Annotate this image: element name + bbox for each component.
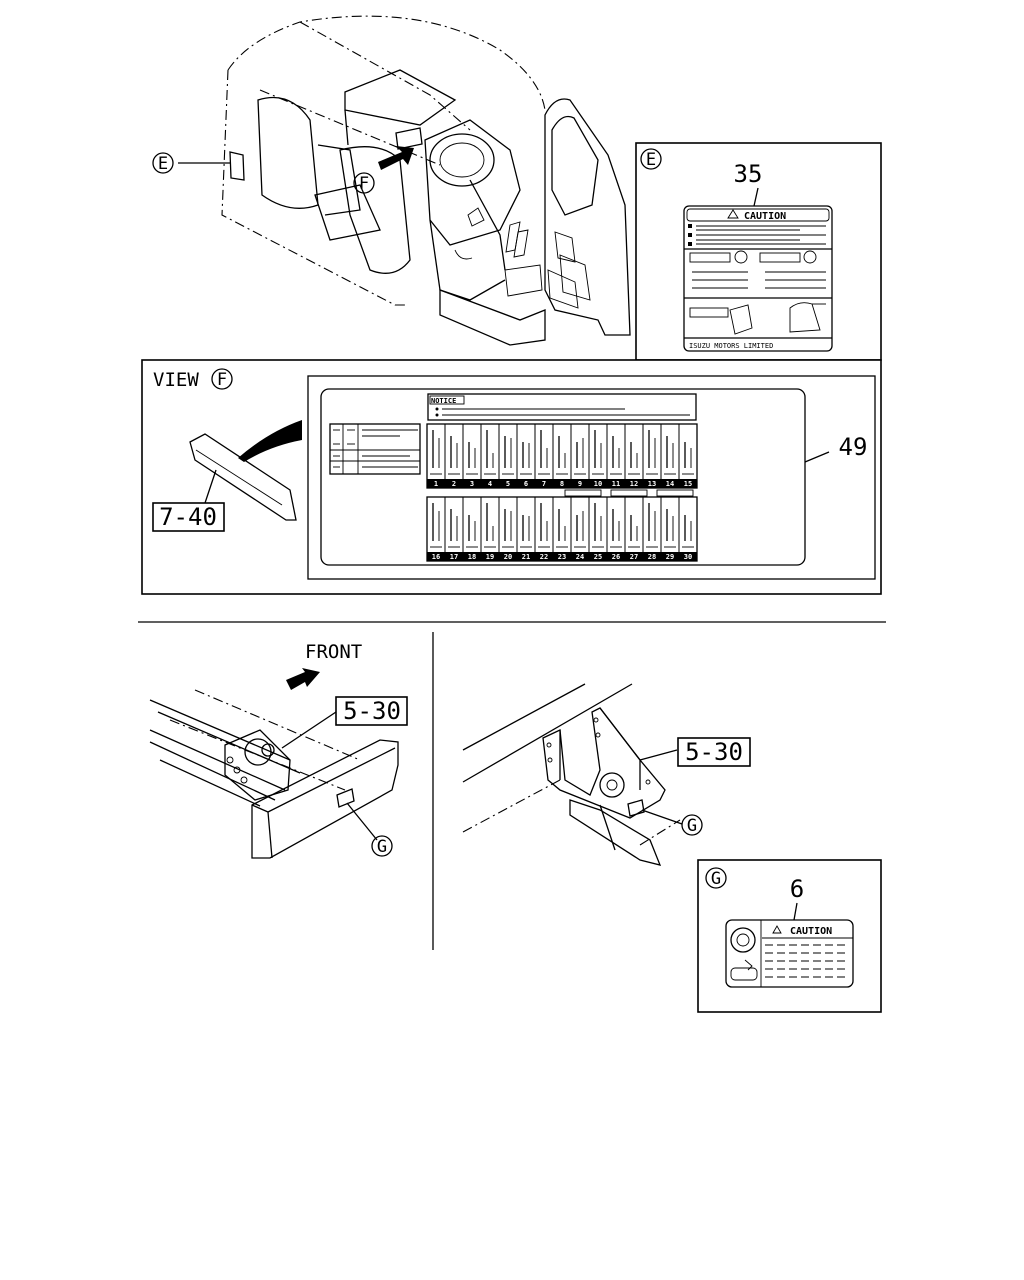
callout-circle bbox=[640, 148, 662, 170]
callout-circle bbox=[371, 835, 393, 857]
callout-circle bbox=[705, 867, 727, 889]
fuse-label-outer bbox=[307, 375, 876, 580]
fuse-cover bbox=[189, 433, 297, 521]
fuse-slot: 28 bbox=[642, 496, 662, 562]
fuse-number: 17 bbox=[450, 553, 458, 561]
caution-35-title: CAUTION bbox=[744, 211, 786, 222]
fuse-number: 15 bbox=[684, 480, 692, 488]
notice-box bbox=[427, 393, 697, 421]
fuse-number: 13 bbox=[648, 480, 656, 488]
view-f-callout: F bbox=[217, 370, 227, 390]
fuse-number: 20 bbox=[504, 553, 512, 561]
fuse-number: 19 bbox=[486, 553, 494, 561]
fuse-slot: 23 bbox=[552, 496, 572, 562]
fuse-number: 27 bbox=[630, 553, 638, 561]
fuse-number: 23 bbox=[558, 553, 566, 561]
callout-f-cab: F bbox=[353, 172, 375, 194]
fuse-number: 12 bbox=[630, 480, 638, 488]
fuse-number: 14 bbox=[666, 480, 674, 488]
front-arrow-icon bbox=[286, 668, 320, 690]
fuse-number: 18 bbox=[468, 553, 476, 561]
callout-f-label: F bbox=[359, 174, 369, 194]
fuse-number: 26 bbox=[612, 553, 620, 561]
fuse-number: 6 bbox=[524, 480, 528, 488]
detail-e-frame bbox=[635, 142, 882, 361]
part-5-30-left-box bbox=[335, 696, 408, 726]
caution-label-6 bbox=[725, 919, 854, 988]
fuse-number: 1 bbox=[434, 480, 438, 488]
caution-6-title: CAUTION bbox=[790, 926, 832, 937]
fuse-slot: 24 bbox=[570, 496, 590, 562]
fuse-slot: 4 bbox=[480, 423, 500, 489]
fuse-slot: 1 bbox=[426, 423, 446, 489]
fuse-number: 29 bbox=[666, 553, 674, 561]
left-frame-view: FRONT 5-30 G bbox=[149, 641, 408, 859]
part-number-6: 6 bbox=[790, 875, 804, 903]
detail-g-panel: G 6 CAUTION bbox=[697, 859, 882, 1013]
fuse-number: 24 bbox=[576, 553, 584, 561]
fuse-legend-table bbox=[329, 423, 421, 475]
callout-g-left: G bbox=[377, 837, 387, 857]
fuse-label-49 bbox=[320, 388, 806, 566]
detail-e-panel: E 35 CAUTION ISUZU MOTORS LIMITED bbox=[635, 142, 882, 361]
callout-g-right: G bbox=[687, 816, 697, 836]
part-5-30-right-box bbox=[677, 737, 751, 767]
fuse-number: 9 bbox=[578, 480, 582, 488]
callout-e-label: E bbox=[158, 154, 168, 174]
fuse-number: 28 bbox=[648, 553, 656, 561]
part-number-5-30-right: 5-30 bbox=[685, 738, 743, 766]
fuse-number: 25 bbox=[594, 553, 602, 561]
callout-circle bbox=[152, 152, 174, 174]
caution-label-35 bbox=[683, 205, 833, 352]
fuse-number: 11 bbox=[612, 480, 620, 488]
pedal-icon bbox=[730, 967, 758, 981]
view-f-panel: VIEW F 7-40 49 NOTICE bbox=[141, 359, 882, 595]
fuse-number: 7 bbox=[542, 480, 546, 488]
fuse-slot: 17 bbox=[444, 496, 464, 562]
gauge-icon bbox=[730, 927, 756, 953]
part-number-49: 49 bbox=[839, 433, 868, 461]
fuse-slot: 30 bbox=[678, 496, 698, 562]
part-number-35: 35 bbox=[734, 160, 763, 188]
fuse-number: 30 bbox=[684, 553, 692, 561]
callout-circle bbox=[211, 368, 233, 390]
fuse-slot: 26 bbox=[606, 496, 626, 562]
fuse-number: 5 bbox=[506, 480, 510, 488]
fuse-number: 21 bbox=[522, 553, 530, 561]
fuse-number: 8 bbox=[560, 480, 564, 488]
right-frame-view: 5-30 G bbox=[462, 683, 751, 866]
part-number-7-40: 7-40 bbox=[159, 503, 217, 531]
detail-e-callout: E bbox=[646, 150, 656, 170]
view-label: VIEW bbox=[153, 369, 199, 391]
fuse-slot: 15 bbox=[678, 423, 698, 489]
fuse-row-bottom-cells: 16 17 18 19 20 21 22 23 24 25 26 27 28 29 30 bbox=[426, 496, 698, 562]
notice-title: NOTICE bbox=[431, 397, 456, 405]
part-number-5-30-left: 5-30 bbox=[343, 697, 401, 725]
fuse-number: 10 bbox=[594, 480, 602, 488]
cab-illustration bbox=[178, 15, 631, 346]
callout-circle bbox=[353, 172, 375, 194]
fuse-number: 4 bbox=[488, 480, 492, 488]
isuzu-text: ISUZU MOTORS LIMITED bbox=[689, 342, 773, 350]
fuse-number: 2 bbox=[452, 480, 456, 488]
detail-g-callout: G bbox=[711, 869, 721, 889]
fuse-number: 3 bbox=[470, 480, 474, 488]
callout-e-cab: E bbox=[152, 152, 174, 174]
fuse-number: 22 bbox=[540, 553, 548, 561]
fuse-number: 16 bbox=[432, 553, 440, 561]
part-7-40-box bbox=[152, 502, 225, 532]
front-label: FRONT bbox=[305, 641, 362, 663]
callout-circle bbox=[681, 814, 703, 836]
